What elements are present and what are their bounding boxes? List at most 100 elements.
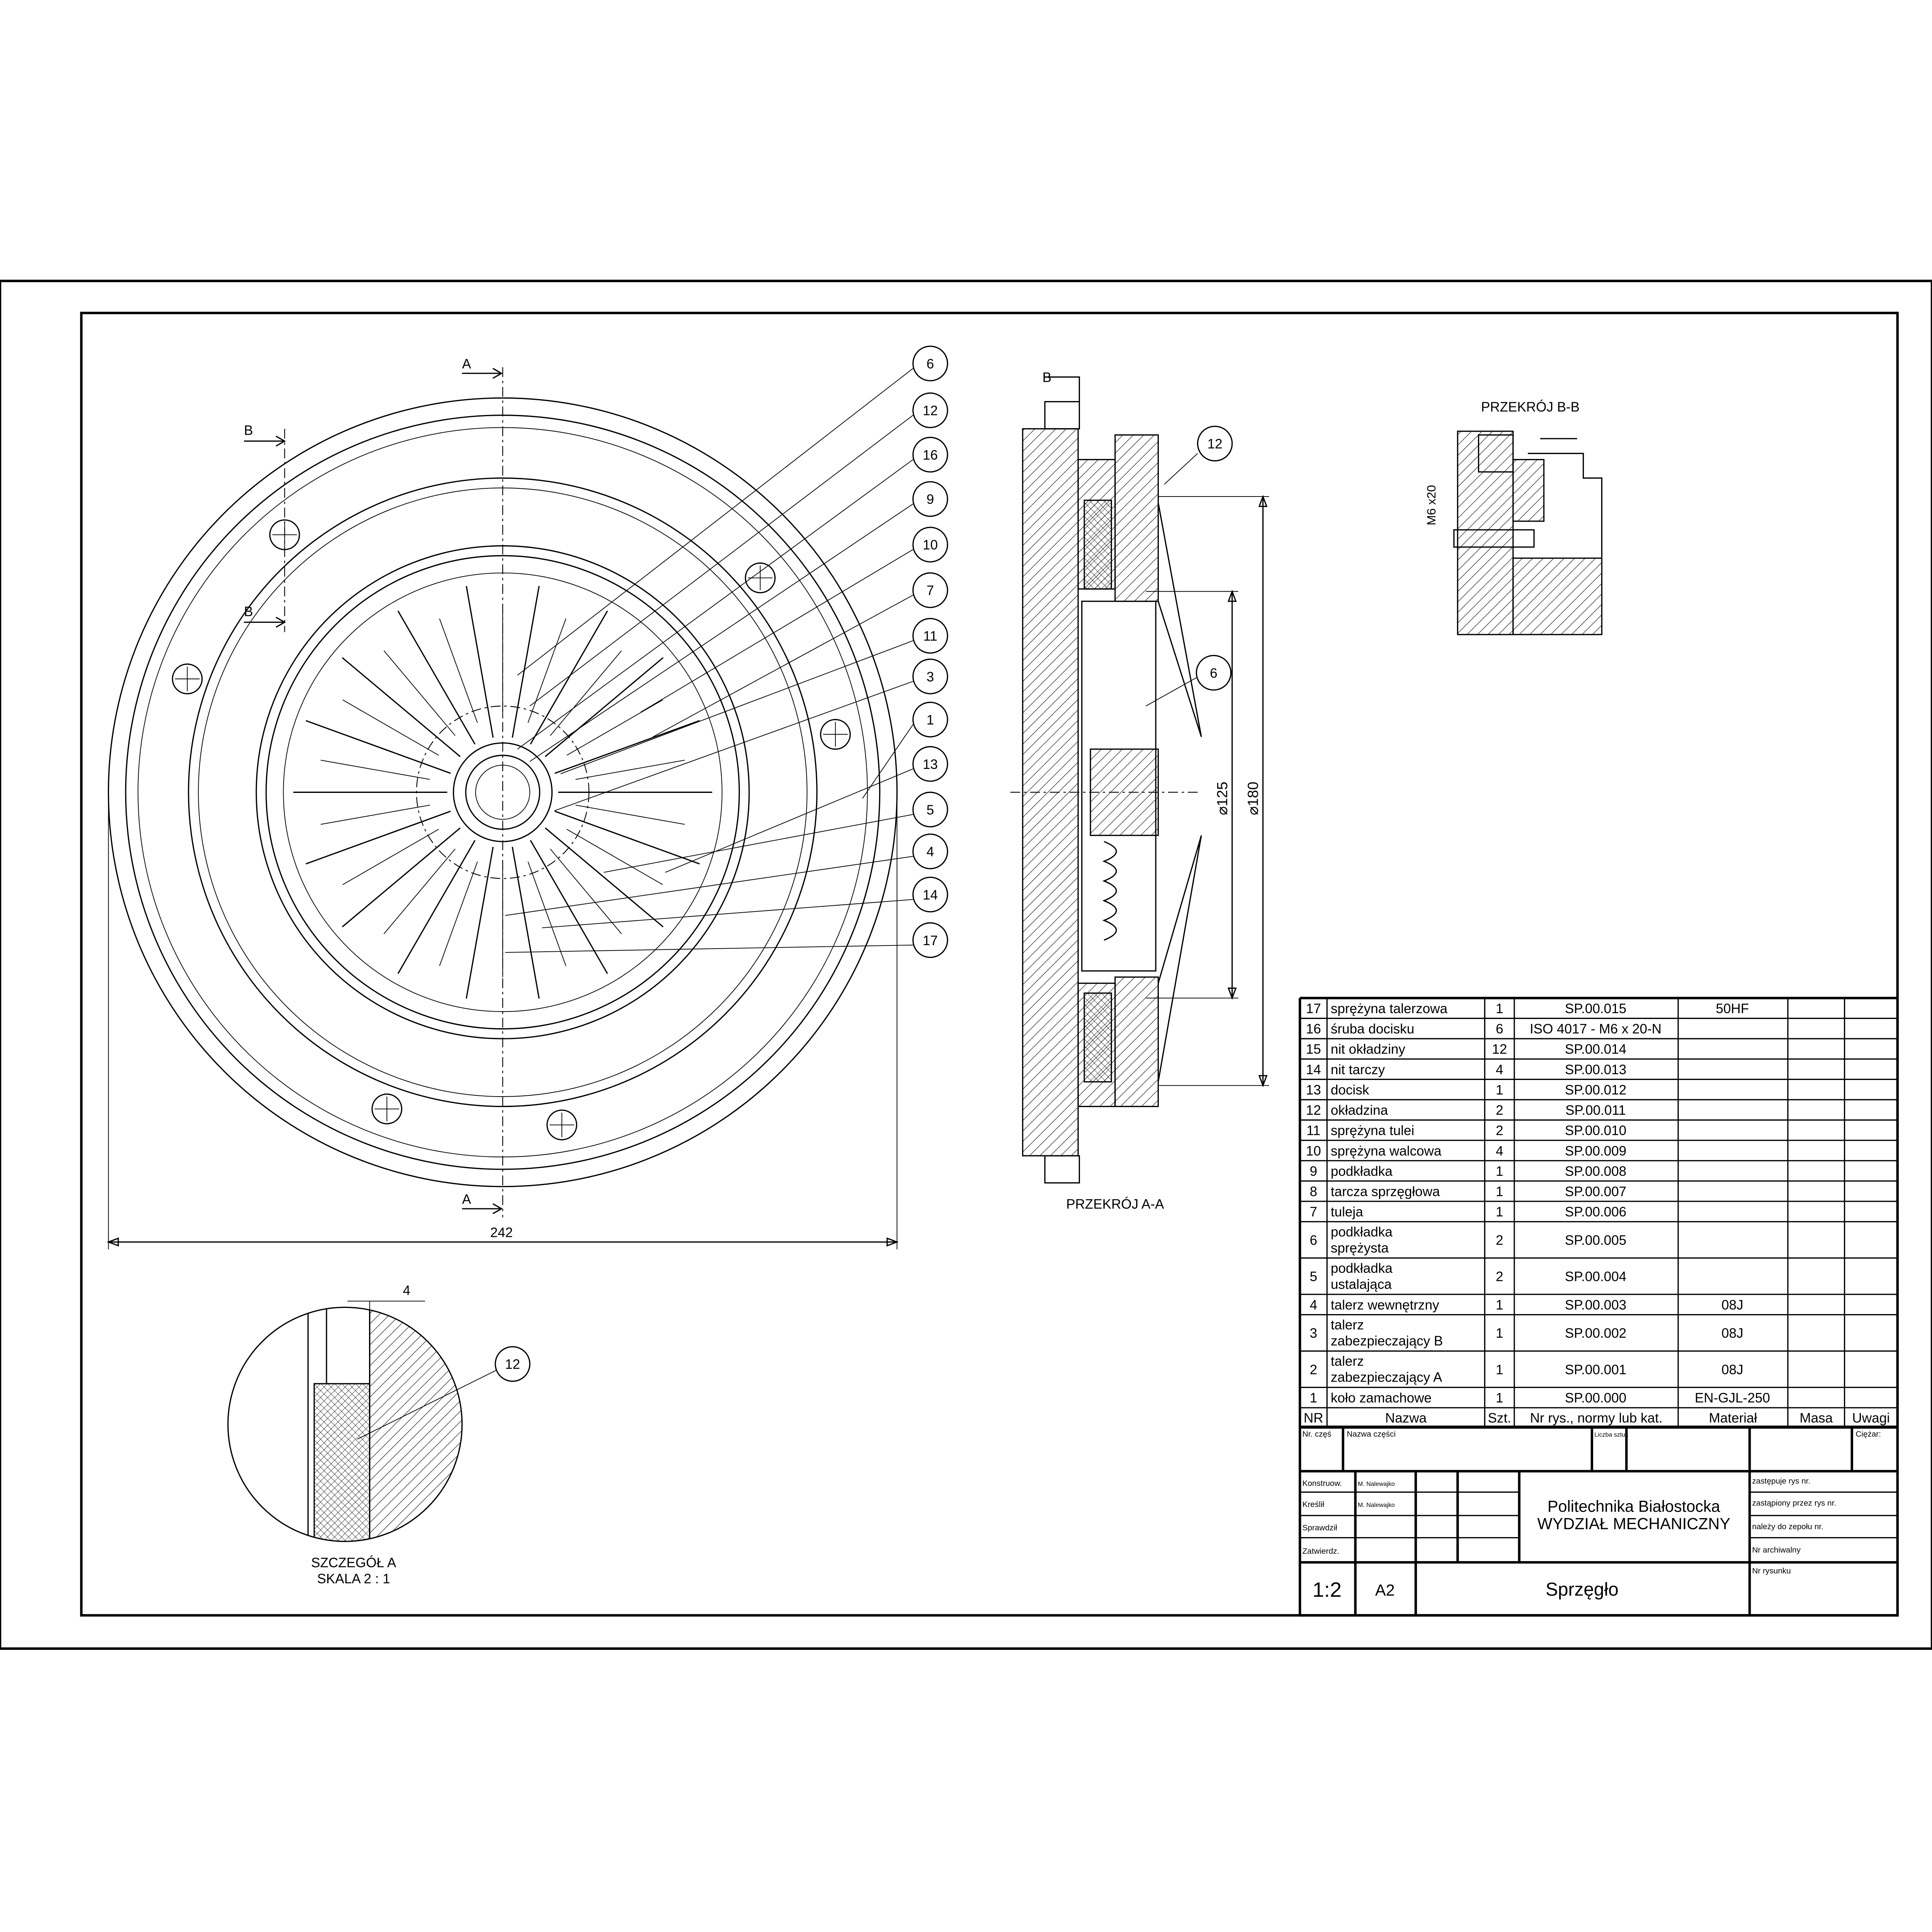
- dimension-d180: ⌀180: [1245, 782, 1262, 815]
- spring-finger: [466, 847, 494, 999]
- part-material: 08J: [1721, 1362, 1743, 1377]
- part-material: EN-GJL-250: [1695, 1391, 1770, 1406]
- spring-finger: [530, 611, 608, 745]
- part-nr: 1: [1310, 1391, 1317, 1406]
- parts-header: Masa: [1799, 1410, 1833, 1425]
- balloon-17: 17: [505, 922, 948, 958]
- part-nr: 9: [1310, 1164, 1317, 1179]
- part-nr: 16: [1306, 1022, 1321, 1037]
- part-nr: 14: [1306, 1062, 1321, 1077]
- part-ref: SP.00.009: [1565, 1143, 1626, 1158]
- balloon-label: 13: [923, 757, 938, 772]
- balloon-label: 12: [923, 403, 938, 418]
- checked-label: Sprawdził: [1303, 1523, 1337, 1532]
- drawing-title: Sprzęgło: [1546, 1579, 1619, 1600]
- part-no-label: Nr. częś: [1303, 1430, 1332, 1439]
- part-qty: 1: [1496, 1204, 1503, 1219]
- finger-slot: [320, 804, 430, 825]
- spring-finger: [342, 657, 461, 757]
- spring-finger: [306, 720, 451, 774]
- finger-slot: [527, 618, 566, 723]
- parts-header: Materiał: [1709, 1410, 1757, 1425]
- section-mark-b-top: B: [244, 423, 253, 438]
- part-name: tuleja: [1331, 1204, 1363, 1219]
- part-name: talerz: [1331, 1318, 1364, 1333]
- balloon-13: 13: [665, 746, 948, 873]
- finger-slot: [566, 699, 663, 756]
- spring-finger: [544, 827, 664, 928]
- spring-finger: [342, 827, 461, 928]
- part-qty: 2: [1496, 1269, 1503, 1284]
- finger-slot: [342, 829, 439, 885]
- balloon-label: 16: [923, 447, 938, 463]
- part-nr: 8: [1310, 1184, 1317, 1199]
- leader-line: [560, 640, 913, 774]
- part-qty: 6: [1496, 1022, 1503, 1037]
- balloon-label: 4: [927, 844, 934, 859]
- balloon-4: 4: [505, 833, 948, 916]
- part-qty: 2: [1496, 1233, 1503, 1248]
- finger-slot: [383, 849, 456, 934]
- detail-balloon-12-label: 12: [505, 1357, 520, 1372]
- faculty: WYDZIAŁ MECHANICZNY: [1537, 1514, 1731, 1532]
- finger-slot: [320, 760, 430, 780]
- weight-label: Ciężar:: [1855, 1430, 1881, 1439]
- balloon-label: 6: [927, 356, 934, 371]
- part-ref: SP.00.005: [1565, 1233, 1626, 1248]
- part-nr: 7: [1310, 1204, 1317, 1219]
- part-name: talerz: [1331, 1354, 1364, 1369]
- leader-line: [505, 856, 913, 916]
- spring-finger: [397, 611, 476, 745]
- part-nr: 5: [1310, 1269, 1317, 1284]
- part-qty: 2: [1496, 1103, 1503, 1118]
- balloon-5: 5: [604, 791, 948, 873]
- section-mark-b-bottom: B: [244, 604, 253, 619]
- archive-label: Nr archiwalny: [1752, 1546, 1801, 1554]
- drawn-label: Kreślił: [1303, 1500, 1325, 1509]
- bolt-hole: [172, 663, 203, 694]
- balloon-label: 14: [923, 888, 938, 903]
- balloon-11: 11: [560, 618, 948, 774]
- spring-finger: [544, 657, 664, 757]
- part-ref: ISO 4017 - M6 x 20-N: [1530, 1022, 1662, 1037]
- part-nr: 11: [1306, 1123, 1320, 1138]
- part-name: koło zamachowe: [1331, 1391, 1432, 1406]
- section-b-b-title: PRZEKRÓJ B-B: [1481, 400, 1580, 415]
- spring-finger: [512, 586, 540, 738]
- part-name: sprężysta: [1331, 1240, 1389, 1255]
- part-qty: 2: [1496, 1123, 1503, 1138]
- part-material: 08J: [1721, 1326, 1743, 1341]
- finger-slot: [439, 618, 478, 723]
- part-nr: 4: [1310, 1298, 1317, 1313]
- spring-finger: [512, 847, 540, 999]
- part-name: docisk: [1331, 1082, 1369, 1097]
- parts-row: 16 śruba docisku 6 ISO 4017 - M6 x 20-N: [1306, 1022, 1662, 1037]
- balloon-9: 9: [529, 481, 948, 762]
- approved-label: Zatwierdz.: [1303, 1547, 1340, 1556]
- finger-slot: [566, 829, 663, 885]
- leader-line: [529, 503, 913, 762]
- part-qty: 1: [1496, 1164, 1503, 1179]
- part-name: śruba docisku: [1331, 1022, 1414, 1037]
- leader-line: [862, 724, 913, 799]
- balloon-6: 6: [517, 345, 948, 676]
- finger-slot: [527, 861, 566, 966]
- detail-balloon-12: [495, 1346, 531, 1382]
- part-qty: 1: [1496, 1184, 1503, 1199]
- balloon-label: 7: [927, 583, 934, 598]
- part-ref: SP.00.002: [1565, 1326, 1626, 1341]
- part-qty: 1: [1496, 1362, 1503, 1377]
- detail-a-view: 4 12 SZCZEGÓŁ A SKALA 2 : 1: [227, 1283, 531, 1587]
- designed-by: M. Nalewajko: [1358, 1481, 1395, 1488]
- part-material: 08J: [1721, 1298, 1743, 1313]
